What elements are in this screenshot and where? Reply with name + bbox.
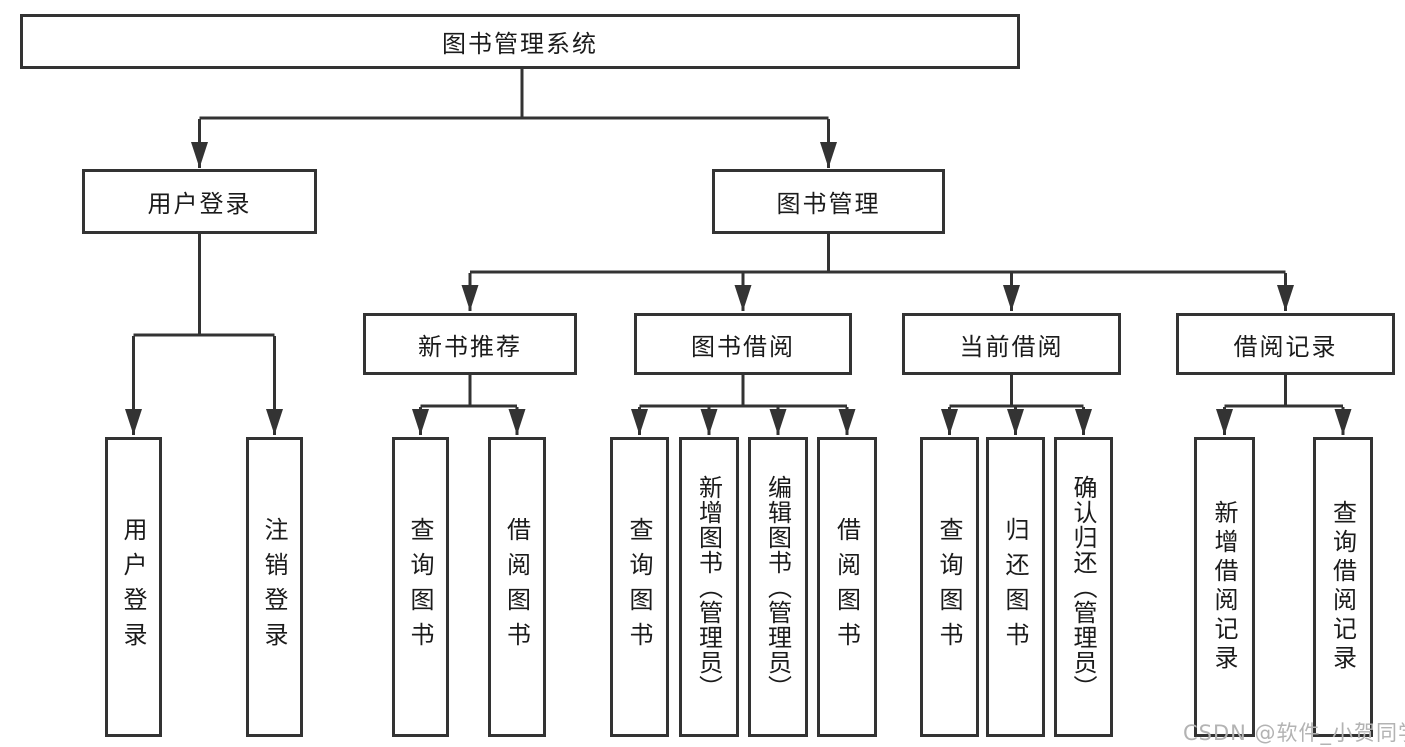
leaf-search-books-3: 查询图书 bbox=[920, 437, 979, 737]
leaf-search-borrow-record: 查询借阅记录 bbox=[1313, 437, 1373, 737]
leaf-search-books: 查询图书 bbox=[392, 437, 449, 737]
leaf-confirm-return-admin: 确认归还（管理员） bbox=[1054, 437, 1113, 737]
node-user-login: 用户登录 bbox=[82, 169, 317, 234]
leaf-user-login: 用户登录 bbox=[105, 437, 162, 737]
leaf-edit-book-admin: 编辑图书（管理员） bbox=[748, 437, 808, 737]
node-current-borrowing: 当前借阅 bbox=[902, 313, 1121, 375]
node-borrowing-records: 借阅记录 bbox=[1176, 313, 1395, 375]
leaf-search-books-2: 查询图书 bbox=[610, 437, 669, 737]
leaf-logout: 注销登录 bbox=[246, 437, 303, 737]
node-new-book-recommendation: 新书推荐 bbox=[363, 313, 577, 375]
watermark: CSDN @软件_小贺同学 bbox=[1183, 721, 1405, 745]
leaf-add-borrow-record: 新增借阅记录 bbox=[1194, 437, 1255, 737]
leaf-borrow-books: 借阅图书 bbox=[488, 437, 546, 737]
leaf-add-book-admin: 新增图书（管理员） bbox=[679, 437, 739, 737]
node-library-management-system: 图书管理系统 bbox=[20, 14, 1020, 69]
node-book-borrowing: 图书借阅 bbox=[634, 313, 852, 375]
leaf-return-books: 归还图书 bbox=[986, 437, 1045, 737]
node-book-management: 图书管理 bbox=[712, 169, 945, 234]
leaf-borrow-books-2: 借阅图书 bbox=[817, 437, 877, 737]
